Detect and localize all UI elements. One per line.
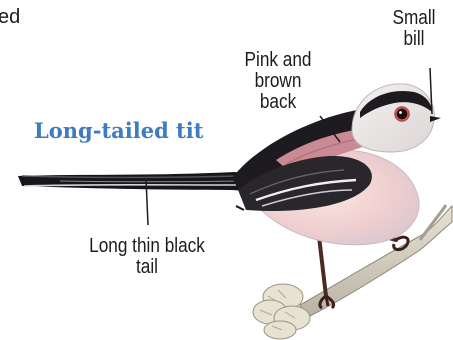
label-small-bill-line1: Small [386,8,441,29]
cropped-text-fragment: ed [0,6,20,29]
label-small-bill: Small bill [386,8,441,50]
bill [430,116,441,122]
label-back-line3: back [233,92,322,113]
catkin [253,284,310,339]
label-long-thin-black-tail: Long thin black tail [65,236,228,278]
label-tail-line1: Long thin black [65,236,228,257]
eye [397,109,408,120]
label-pink-brown-back: Pink and brown back [233,50,322,113]
species-title: Long-tailed tit [34,118,203,143]
label-back-line1: Pink and [233,50,322,71]
label-small-bill-line2: bill [386,29,441,50]
label-tail-line2: tail [65,257,228,278]
label-back-line2: brown [233,71,322,92]
